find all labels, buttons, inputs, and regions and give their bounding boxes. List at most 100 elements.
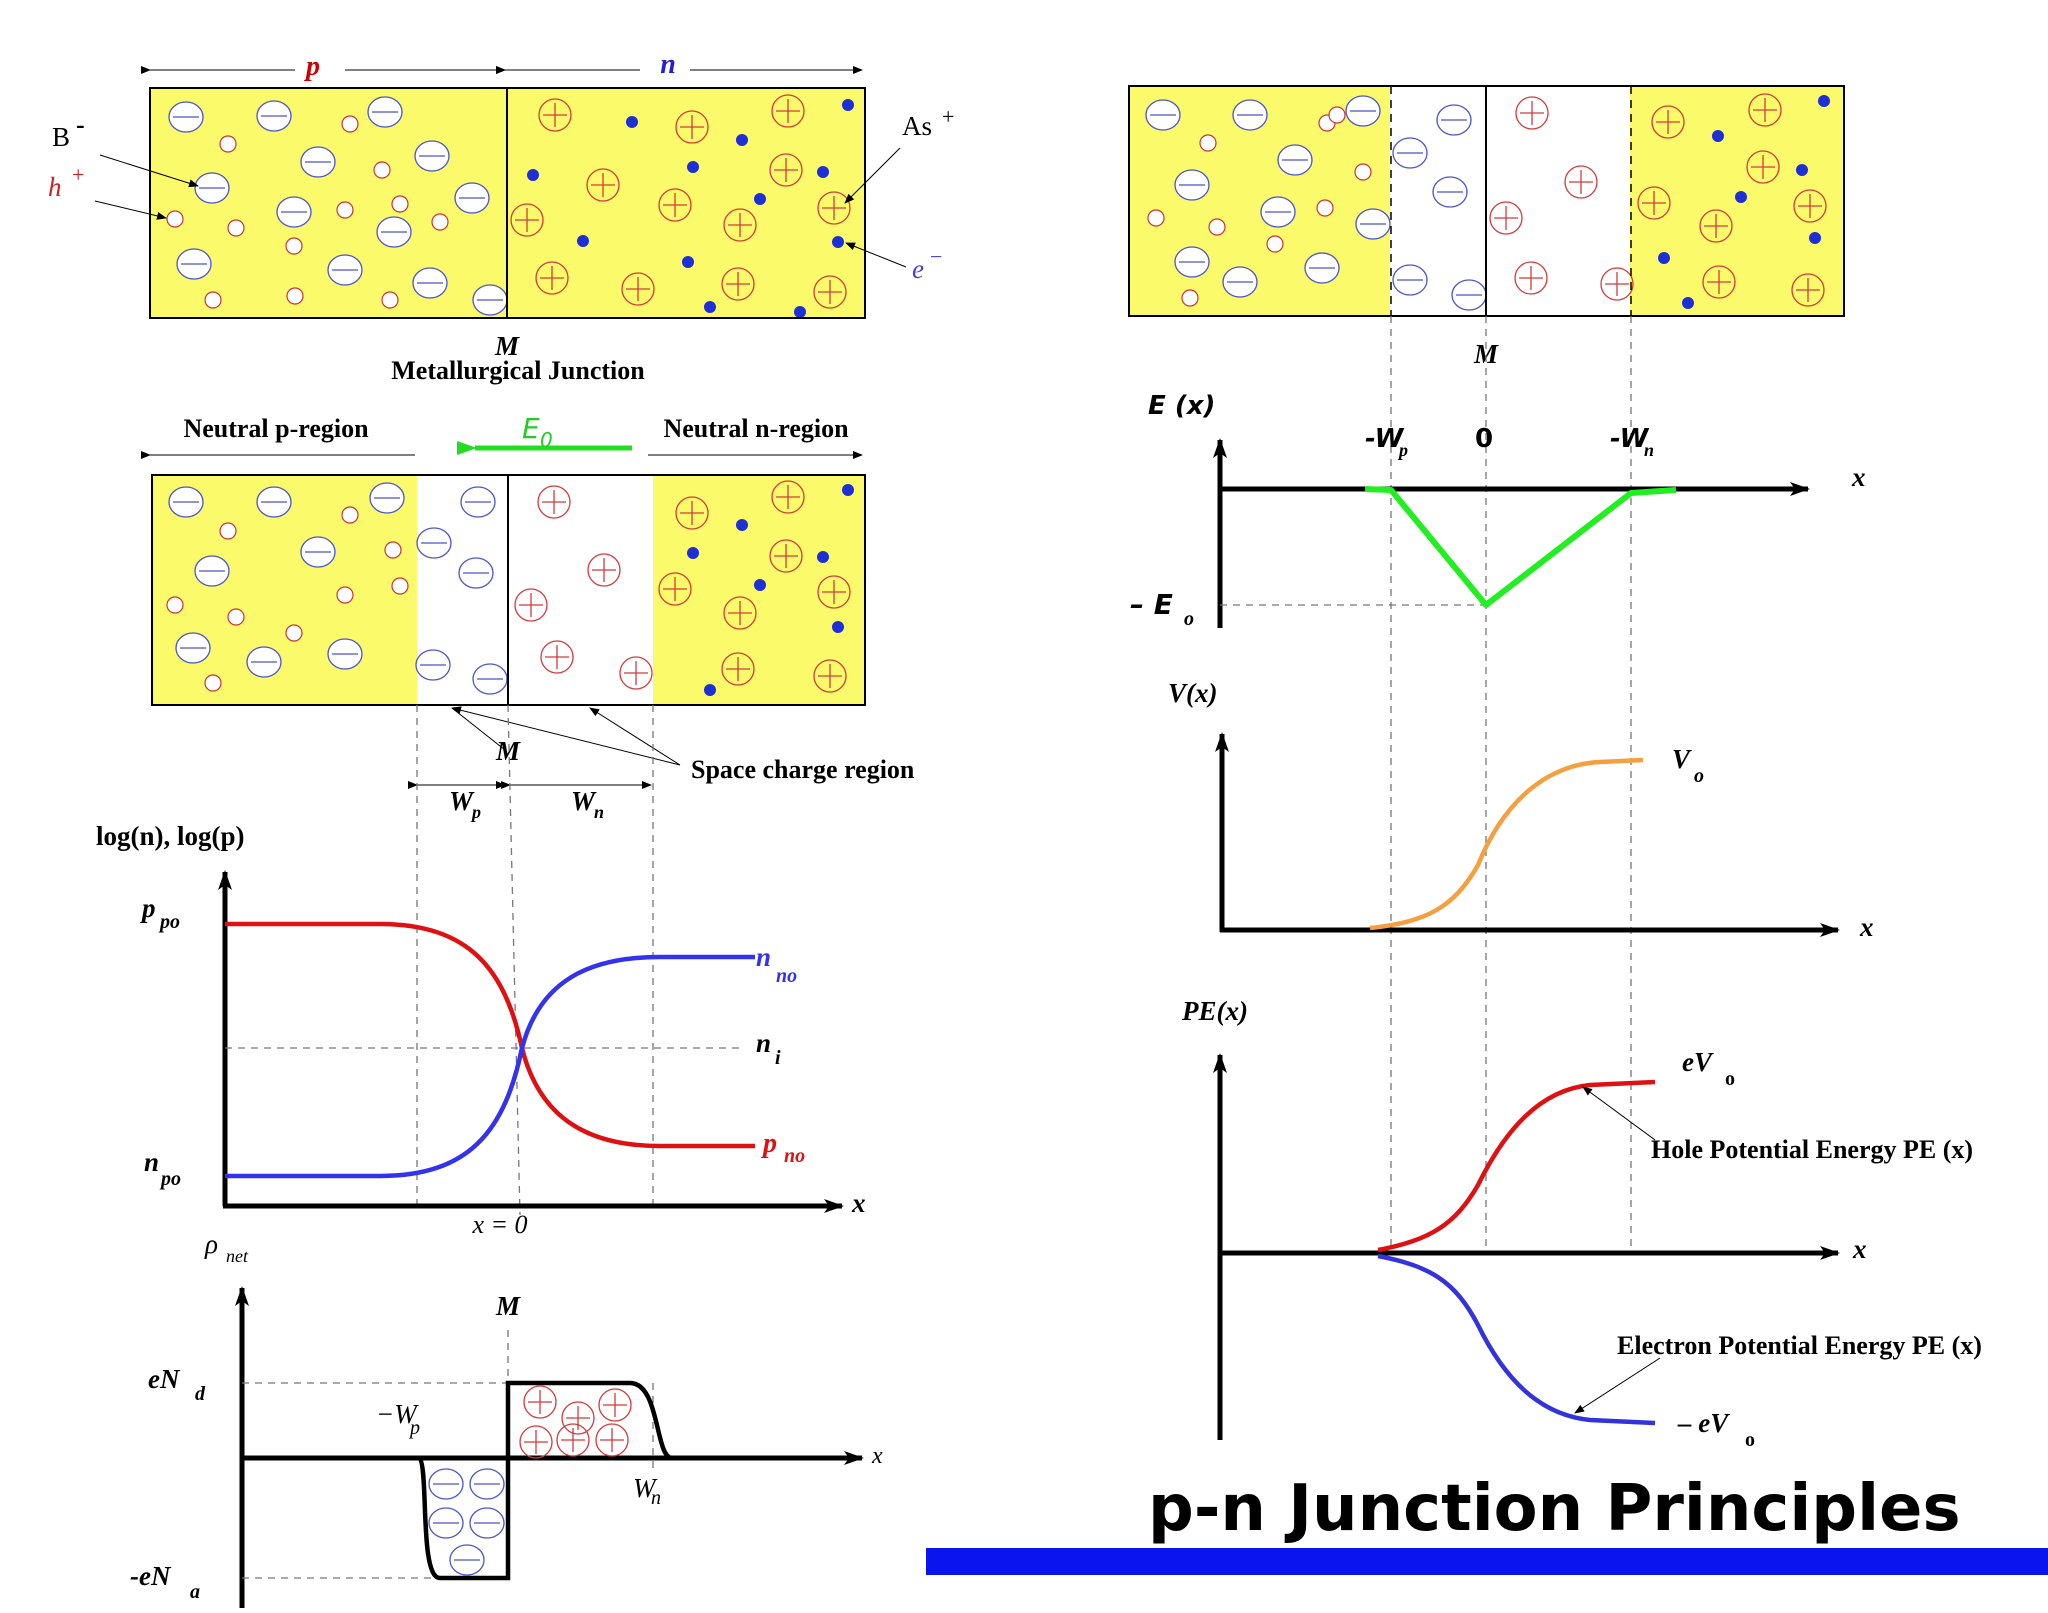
field-label: E (522, 412, 540, 445)
electron-icon (1712, 130, 1724, 142)
donor-ion-icon (621, 272, 655, 306)
npo-label: n (144, 1147, 159, 1177)
acceptor-ion-icon (1174, 169, 1210, 201)
electron-concentration-curve (519, 954, 755, 1049)
b-label: B (52, 122, 70, 152)
hole-icon (341, 115, 359, 133)
electron-icon (1796, 164, 1808, 176)
hole-icon (1328, 106, 1346, 124)
acceptor-ion-icon (412, 267, 448, 299)
x0-label: x = 0 (471, 1210, 527, 1239)
as-pointer (844, 147, 901, 204)
electron-icon (704, 301, 716, 313)
pno-label: p (761, 1128, 777, 1159)
electron-icon (842, 99, 854, 111)
acceptor-ion-icon (428, 1468, 464, 1500)
hole-icon (391, 577, 409, 595)
donor-ion-icon (813, 275, 847, 309)
electron-icon (736, 134, 748, 146)
acceptor-ion-icon (416, 527, 452, 559)
donor-ion-icon (723, 208, 757, 242)
donor-ion-icon (723, 596, 757, 630)
electron-icon (682, 256, 694, 268)
wn-sub: n (594, 802, 604, 822)
donor-ion-icon (598, 1388, 632, 1422)
donor-ion-icon (619, 656, 653, 690)
charge-wn-label: W (633, 1473, 658, 1503)
end-label: eN (148, 1364, 181, 1394)
hole-icon (1354, 163, 1372, 181)
acceptor-ion-icon (1432, 176, 1468, 208)
acceptor-ion-icon (276, 196, 312, 228)
acceptor-ion-icon (1392, 137, 1428, 169)
electron-icon (817, 166, 829, 178)
donor-ion-icon (1699, 209, 1733, 243)
potential-plot: V(x) x V o (1168, 678, 1874, 942)
acceptor-charge-block (415, 1455, 511, 1581)
ev0-sub: o (1725, 1068, 1735, 1090)
acceptor-ion-icon (175, 632, 211, 664)
hole-icon (1147, 209, 1165, 227)
donor-ion-icon (1702, 265, 1736, 299)
acceptor-ion-icon (194, 555, 230, 587)
nno-label: n (756, 942, 771, 972)
acceptor-ion-icon (1345, 95, 1381, 127)
e-label: e (912, 254, 924, 284)
nno-sub: no (776, 965, 797, 987)
donor-ion-icon (1514, 261, 1548, 295)
donor-ion-icon (675, 110, 709, 144)
end-sub: d (195, 1383, 206, 1405)
donor-ion-icon (1748, 93, 1782, 127)
acceptor-ion-icon (168, 486, 204, 518)
electron-icon (832, 621, 844, 633)
ev0-label: eV (1682, 1047, 1714, 1077)
donor-ion-icon (658, 188, 692, 222)
electron-icon (1658, 252, 1670, 264)
space-charge-panel: Neutral p-region Neutral n-region E 0 Sp… (141, 412, 915, 822)
slab-particles-3 (1145, 93, 1830, 311)
donor-ion-icon (1651, 105, 1685, 139)
energy-plot: PE(x) x eV o Hole Potential Energy PE (x… (1181, 996, 1982, 1451)
p-label: p (304, 51, 320, 82)
ena-sub: a (190, 1581, 200, 1603)
hole-icon (1316, 199, 1334, 217)
electron-icon (1735, 191, 1747, 203)
hole-icon (381, 291, 399, 309)
carrier-ylabel: log(n), log(p) (96, 821, 245, 851)
acceptor-ion-icon (1174, 246, 1210, 278)
electron-icon (1809, 232, 1821, 244)
n-label: n (660, 49, 676, 80)
electron-energy-curve (1377, 1253, 1656, 1426)
donor-ion-icon (1791, 273, 1825, 307)
ni-sub: i (775, 1047, 781, 1069)
electron-icon (754, 193, 766, 205)
field-sub: 0 (540, 428, 553, 452)
hole-icon (431, 213, 449, 231)
depletion-region-2 (1390, 86, 1630, 316)
acceptor-ion-icon (414, 140, 450, 172)
electron-caption: Electron Potential Energy PE (x) (1617, 1331, 1982, 1360)
npo-sub: po (159, 1168, 181, 1190)
e-sup: − (930, 244, 942, 269)
donor-ion-icon (675, 496, 709, 530)
potential-xlabel: x (1859, 912, 1874, 942)
wp-label: W (449, 786, 475, 816)
h-label: h (48, 172, 62, 202)
neutral-n-label: Neutral n-region (663, 414, 849, 443)
scr-pointer-a (451, 707, 506, 751)
donor-ion-icon (721, 652, 755, 686)
acceptor-ion-icon (376, 216, 412, 248)
charge-xlabel: x (871, 1443, 883, 1469)
charge-wn-sub: n (651, 1487, 661, 1509)
hole-icon (1181, 289, 1199, 307)
acceptor-ion-icon (327, 638, 363, 670)
h-pointer (94, 200, 167, 220)
field-ylabel: E (x) (1148, 391, 1215, 421)
field-wp-sub: p (1397, 440, 1408, 460)
hole-caption: Hole Potential Energy PE (x) (1651, 1135, 1973, 1164)
acceptor-ion-icon (300, 146, 336, 178)
title-banner (926, 1548, 2048, 1575)
hole-icon (285, 237, 303, 255)
acceptor-ion-icon (176, 248, 212, 280)
